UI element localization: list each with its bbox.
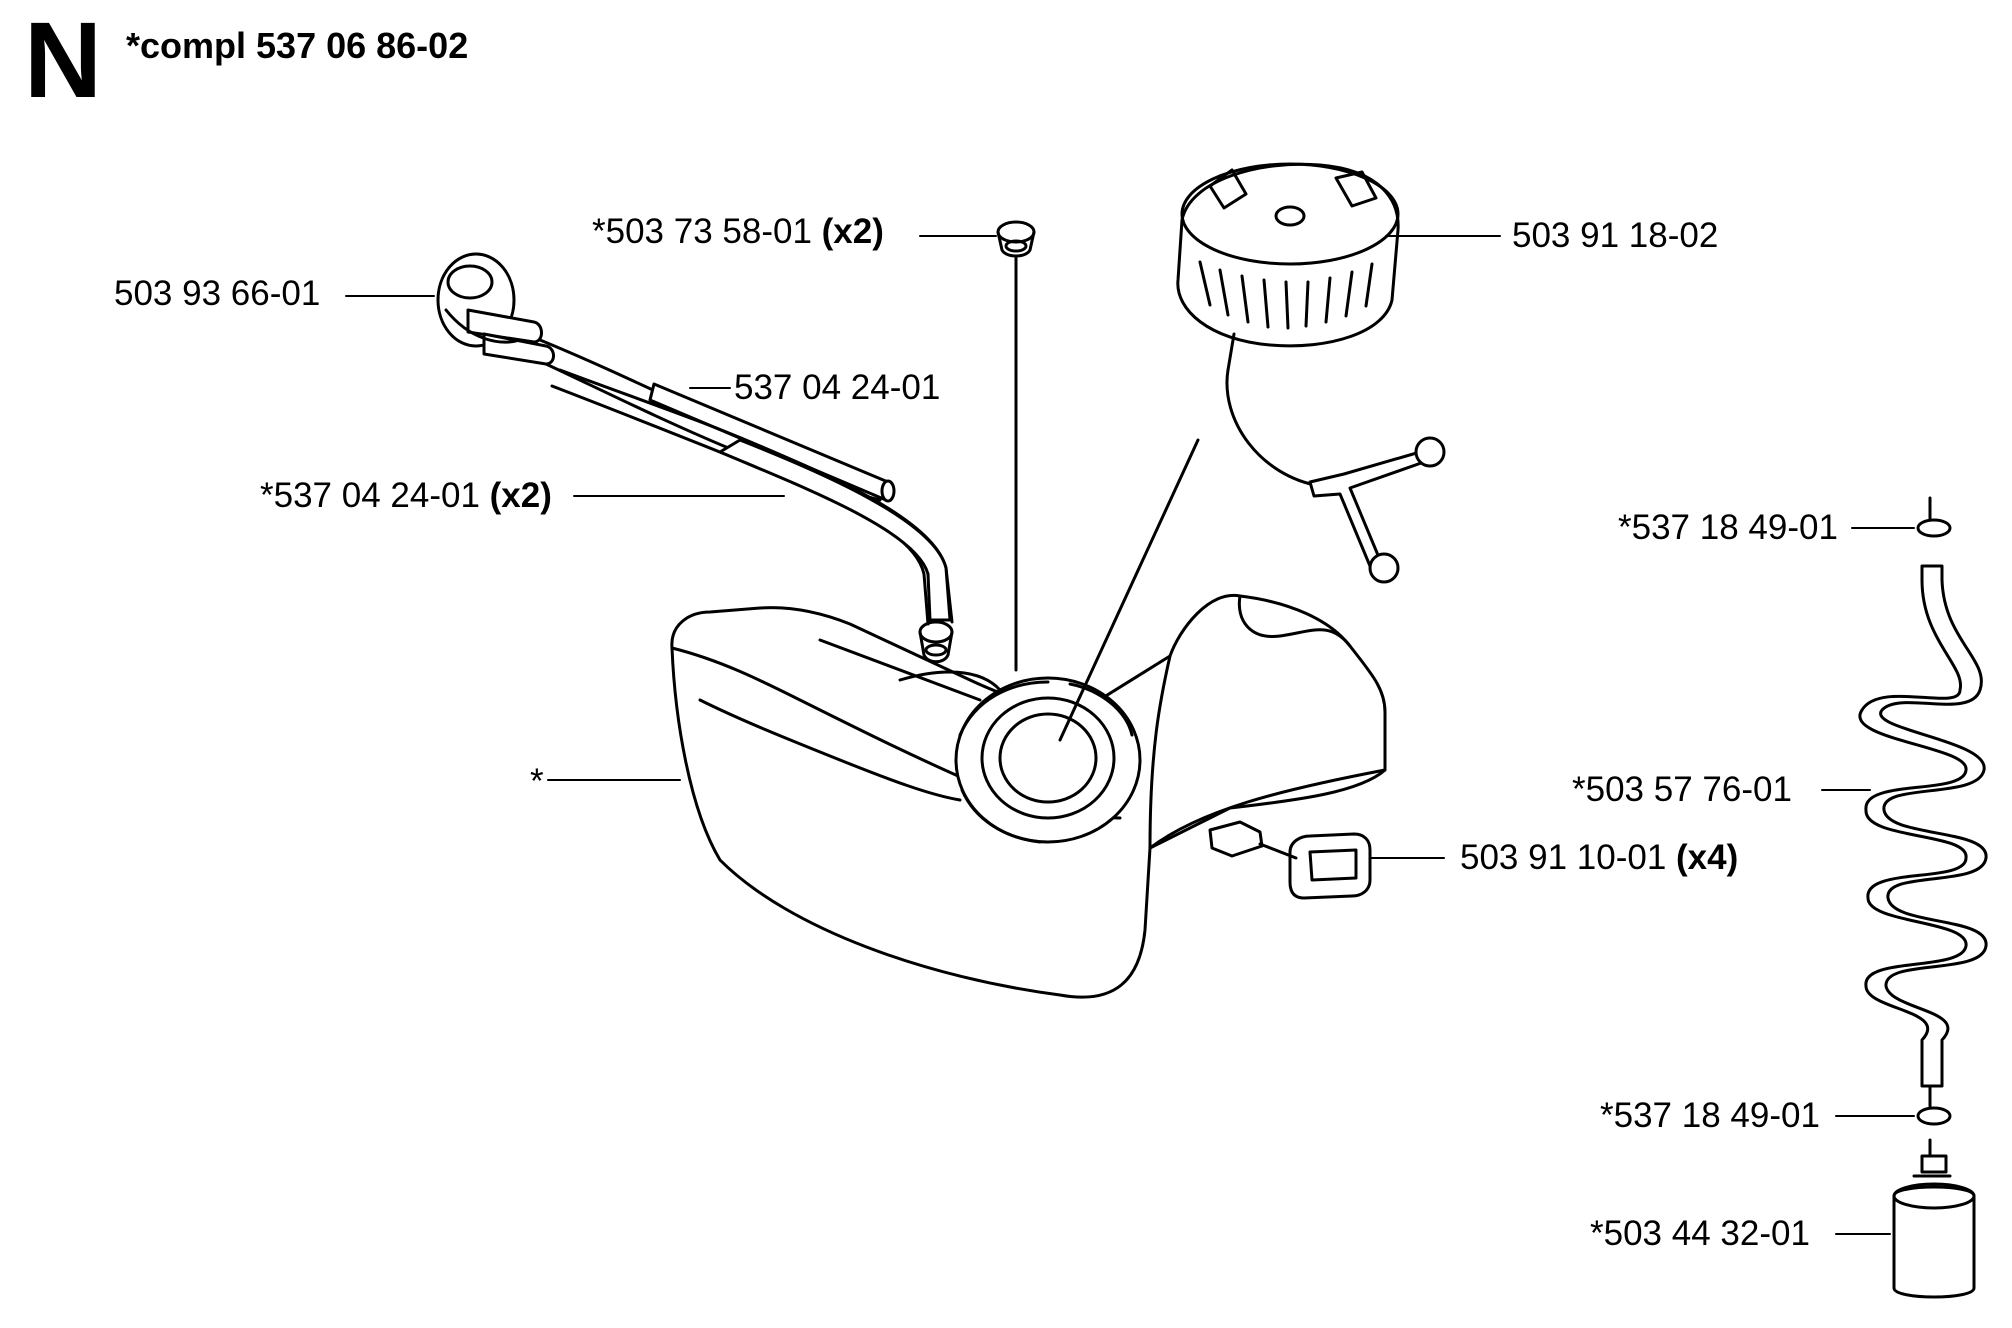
- callout-rubber-buffer[interactable]: 503 91 10-01 (x4): [1460, 840, 1738, 875]
- callout-grommet[interactable]: *503 73 58-01 (x2): [592, 214, 884, 249]
- quantity: (x2): [821, 212, 884, 251]
- fuel-hose-drawing: [538, 338, 954, 626]
- callout-fuel-cap[interactable]: 503 91 18-02: [1512, 218, 1718, 253]
- callout-spiral-hose[interactable]: *503 57 76-01: [1572, 772, 1792, 807]
- drain-valve-drawing: [436, 252, 555, 366]
- callout-drain-valve[interactable]: 503 93 66-01: [114, 276, 320, 311]
- part-number: *: [530, 762, 544, 801]
- part-number: 537 04 24-01: [734, 368, 941, 407]
- rubber-buffer-drawing: [1258, 832, 1372, 900]
- part-number: 503 91 18-02: [1512, 216, 1719, 255]
- callout-fuel-hose[interactable]: 537 04 24-01: [734, 370, 940, 405]
- part-number: 503 93 66-01: [114, 274, 321, 313]
- leader-lines: [345, 235, 1915, 1235]
- quantity: (x4): [1676, 838, 1739, 877]
- callout-hose-clamp-lower[interactable]: *537 18 49-01: [1600, 1098, 1820, 1133]
- callout-fuel-hose-set[interactable]: *537 04 24-01 (x2): [260, 478, 552, 513]
- part-number: *503 73 58-01: [592, 212, 812, 251]
- callout-fuel-tank[interactable]: *: [530, 764, 544, 799]
- part-number: *503 57 76-01: [1572, 770, 1792, 809]
- part-number: *537 18 49-01: [1618, 508, 1838, 547]
- fuel-tank-drawing: [670, 593, 1387, 999]
- part-number: *537 04 24-01: [260, 476, 480, 515]
- fuel-cap-drawing: [1058, 162, 1446, 742]
- assembly-part-number: *compl 537 06 86-02: [126, 25, 469, 66]
- part-number: *537 18 49-01: [1600, 1096, 1820, 1135]
- grommet-drawing: [996, 220, 1036, 672]
- quantity: (x2): [489, 476, 552, 515]
- section-letter: N: [24, 0, 102, 120]
- part-number: *503 44 32-01: [1590, 1214, 1810, 1253]
- callout-fuel-filter[interactable]: *503 44 32-01: [1590, 1216, 1810, 1251]
- spiral-hose-drawing: [1858, 496, 1988, 1299]
- part-number: 503 91 10-01: [1460, 838, 1667, 877]
- callout-hose-clamp-upper[interactable]: *537 18 49-01: [1618, 510, 1838, 545]
